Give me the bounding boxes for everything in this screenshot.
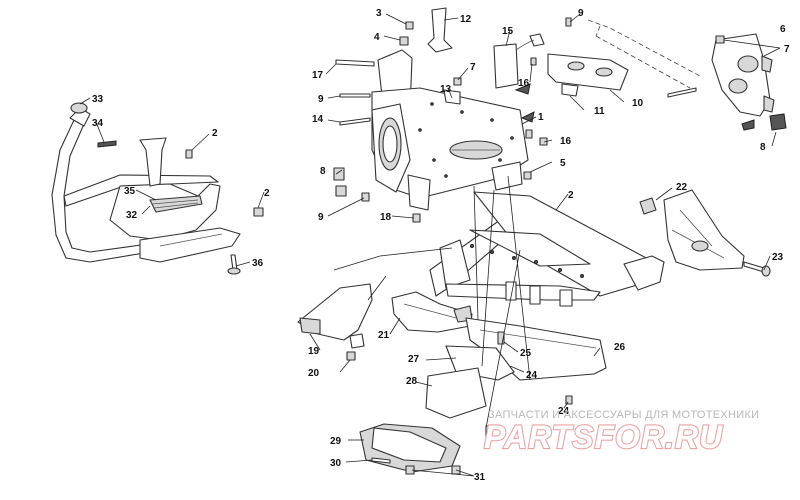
callout-3: 3	[376, 8, 382, 19]
callout-19: 19	[308, 346, 320, 357]
callout-10: 10	[632, 98, 644, 109]
callout-33: 33	[92, 94, 104, 105]
front-bulkhead	[333, 7, 629, 223]
watermark: ЗАПЧАСТИ И АКСЕССУАРЫ ДЛЯ МОТОТЕХНИКИ PA…	[483, 409, 759, 456]
callout-32: 32	[126, 210, 138, 221]
side-plate-assembly	[587, 19, 787, 131]
callout-7: 7	[470, 62, 476, 73]
callout-26: 26	[614, 342, 626, 353]
callout-8: 8	[320, 166, 326, 177]
callout-2: 2	[568, 190, 574, 201]
callout-28: 28	[406, 376, 418, 387]
callout-9: 9	[318, 94, 324, 105]
callout-16: 16	[518, 78, 530, 89]
callout-1: 1	[538, 112, 544, 123]
callout-8: 8	[760, 142, 766, 153]
callout-13: 13	[440, 84, 452, 95]
leader-lines	[79, 13, 781, 477]
callout-31: 31	[474, 472, 486, 483]
lower-mounts	[297, 283, 473, 361]
callout-22: 22	[676, 182, 688, 193]
callout-24: 24	[526, 370, 538, 381]
callout-20: 20	[308, 368, 320, 379]
callout-18: 18	[380, 212, 392, 223]
skid-plates	[425, 317, 607, 419]
callout-9: 9	[318, 212, 324, 223]
callout-11: 11	[594, 106, 605, 117]
callout-14: 14	[312, 114, 324, 125]
callout-35: 35	[124, 186, 136, 197]
callout-15: 15	[502, 26, 514, 37]
callout-36: 36	[252, 258, 264, 269]
callout-21: 21	[378, 330, 390, 341]
callout-23: 23	[772, 252, 784, 263]
callout-30: 30	[330, 458, 342, 469]
callout-7: 7	[784, 44, 790, 55]
callout-2: 2	[212, 128, 218, 139]
callout-27: 27	[408, 354, 420, 365]
callout-6: 6	[780, 24, 786, 35]
callout-12: 12	[460, 14, 472, 25]
main-frame	[429, 191, 665, 307]
callout-4: 4	[374, 32, 380, 43]
callout-34: 34	[92, 118, 104, 129]
callout-25: 25	[520, 348, 532, 359]
callout-5: 5	[560, 158, 566, 169]
rear-bracket-assembly	[639, 189, 771, 277]
front-bumper-assembly	[51, 102, 264, 275]
bumper-cap	[70, 102, 88, 114]
callout-2: 2	[264, 188, 270, 199]
callout-labels: 1 2 2 2 3 4 5 6 7 7 8 8 9 9 9 10 11 12 1…	[92, 8, 790, 483]
callout-9: 9	[578, 8, 584, 19]
watermark-brand: PARTSFOR.RU	[484, 419, 723, 455]
bottom-skid	[359, 423, 491, 475]
callout-24: 24	[558, 406, 570, 417]
callout-16: 16	[560, 136, 572, 147]
callout-29: 29	[330, 436, 342, 447]
watermark-tagline: ЗАПЧАСТИ И АКСЕССУАРЫ ДЛЯ МОТОТЕХНИКИ	[488, 409, 759, 421]
callout-17: 17	[312, 70, 324, 81]
